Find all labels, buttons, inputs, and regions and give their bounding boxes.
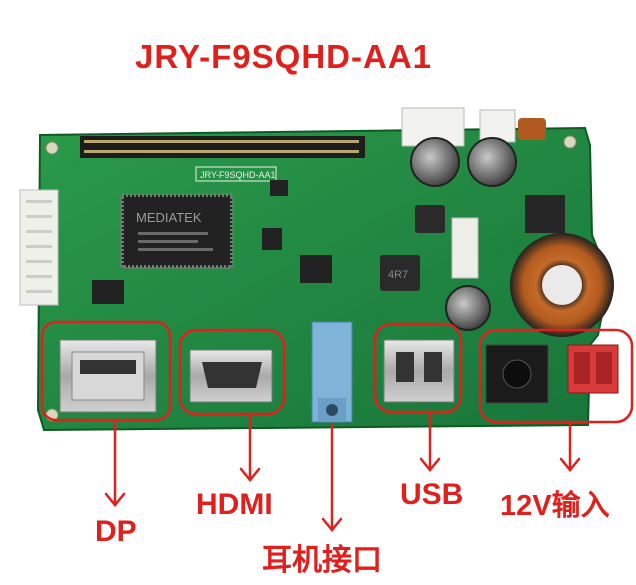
main-chip — [120, 193, 234, 269]
label-earphone-jack: 耳机接口 — [262, 544, 382, 577]
inductor-2 — [415, 205, 445, 233]
mount-hole — [563, 135, 577, 149]
highlight-hdmi — [178, 328, 286, 416]
regulator — [525, 195, 565, 233]
svg-text:JRY-F9SQHD-AA1: JRY-F9SQHD-AA1 — [200, 170, 276, 180]
capacitor — [410, 137, 460, 187]
highlight-usb — [373, 322, 463, 414]
label-usb: USB — [400, 478, 464, 511]
pin-header-top — [80, 136, 365, 158]
small-chip — [300, 255, 332, 283]
product-title: JRY-F9SQHD-AA1 — [135, 38, 432, 75]
label-dp: DP — [95, 515, 137, 548]
connector-top-white-2 — [479, 109, 516, 143]
highlight-dp — [40, 320, 172, 422]
small-chip — [262, 228, 282, 250]
dc-power-jack — [485, 344, 549, 404]
chip-brand: MEDIATEK — [136, 210, 202, 225]
mount-hole — [45, 141, 59, 155]
usb-port — [383, 339, 455, 403]
capacitor-brown — [518, 118, 546, 140]
label-power-input: 12V输入 — [500, 490, 610, 522]
capacitor — [467, 137, 517, 187]
small-chip — [270, 180, 288, 196]
label-hdmi: HDMI — [196, 488, 273, 521]
inductor — [380, 255, 420, 291]
model-silkscreen — [195, 166, 277, 182]
small-chip — [92, 280, 124, 304]
white-connector-mid — [451, 217, 479, 279]
capacitor — [445, 285, 491, 331]
svg-text:4R7: 4R7 — [388, 269, 408, 281]
highlight-power — [478, 328, 634, 424]
